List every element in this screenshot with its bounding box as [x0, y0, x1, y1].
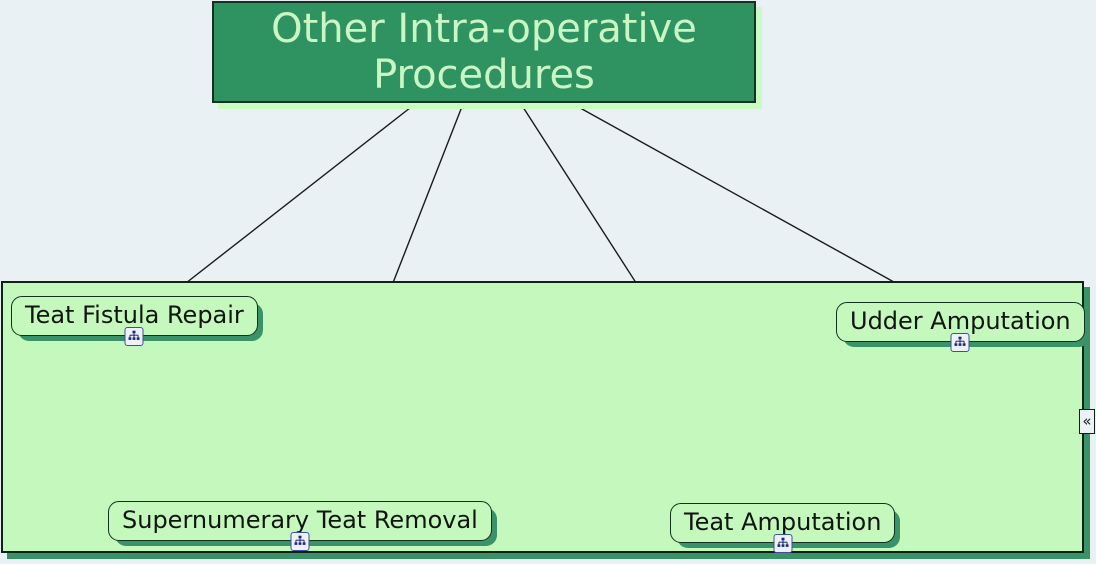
- node-box[interactable]: Supernumerary Teat Removal: [108, 501, 497, 552]
- root-node[interactable]: Other Intra-operative Procedures: [212, 1, 756, 103]
- node-label: Udder Amputation: [850, 307, 1071, 335]
- root-node-label: Other Intra-operative Procedures: [271, 5, 697, 98]
- node-teat-amputation[interactable]: Teat Amputation: [670, 503, 901, 554]
- node-label: Teat Fistula Repair: [25, 301, 244, 329]
- edge-root-to-teat-fistula-repair: [162, 103, 416, 302]
- node-box[interactable]: Teat Fistula Repair: [11, 296, 263, 347]
- hierarchy-icon[interactable]: [773, 534, 793, 554]
- hierarchy-icon[interactable]: [124, 327, 144, 347]
- node-label: Teat Amputation: [684, 508, 882, 536]
- collapse-button[interactable]: «: [1079, 409, 1095, 434]
- node-supernumerary-teat-removal[interactable]: Supernumerary Teat Removal: [108, 501, 497, 552]
- node-udder-amputation[interactable]: Udder Amputation: [836, 302, 1090, 353]
- node-box[interactable]: Teat Amputation: [670, 503, 901, 554]
- node-label: Supernumerary Teat Removal: [122, 506, 478, 534]
- hierarchy-icon[interactable]: [950, 333, 970, 353]
- edge-root-to-udder-amputation: [572, 103, 940, 308]
- hierarchy-icon[interactable]: [290, 532, 310, 552]
- node-box[interactable]: Udder Amputation: [836, 302, 1090, 353]
- node-teat-fistula-repair[interactable]: Teat Fistula Repair: [11, 296, 263, 347]
